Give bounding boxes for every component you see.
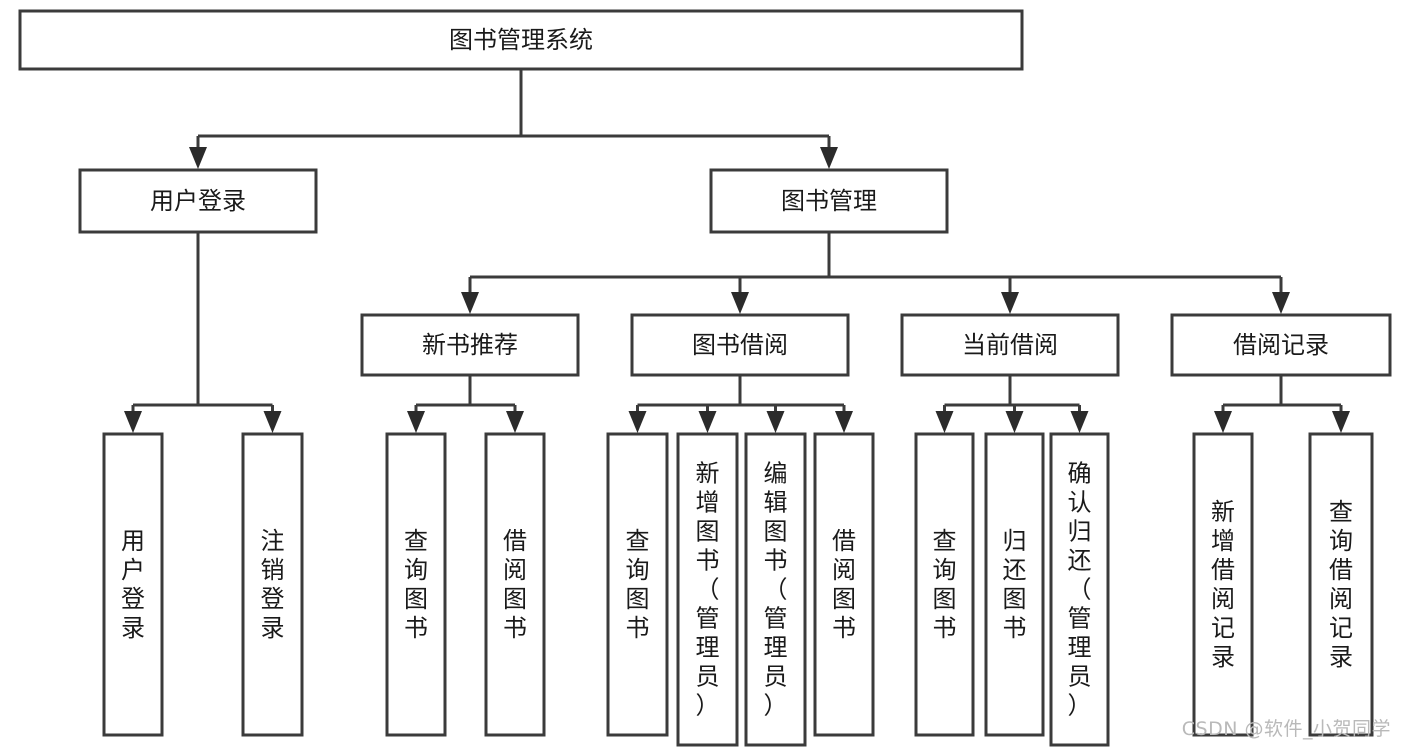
node-leaf-add-record[interactable]: 新增借阅记录 [1192, 432, 1254, 737]
node-label: 借阅图书 [503, 527, 527, 642]
node-box [606, 432, 669, 737]
node-label: 新增借阅记录 [1211, 498, 1235, 671]
node-leaf-logout[interactable]: 注销登录 [241, 432, 304, 737]
node-leaf-add-book-admin[interactable]: 新增图书（管理员） [676, 432, 739, 747]
node-label: 新增图书（管理员） [696, 460, 720, 720]
node-box [18, 9, 1024, 71]
node-l3-current-borrow[interactable]: 当前借阅 [900, 313, 1120, 377]
arrow-head-icon [124, 411, 142, 433]
connector-layer [124, 69, 1350, 433]
node-root[interactable]: 图书管理系统 [18, 9, 1024, 71]
arrow-head-icon [820, 147, 838, 169]
node-box [1170, 313, 1392, 377]
node-l2-user-login[interactable]: 用户登录 [78, 168, 318, 234]
connector-borrow-record-to-leaves [1214, 375, 1350, 433]
arrow-head-icon [1272, 292, 1290, 314]
node-label: 图书管理系统 [449, 26, 593, 54]
connector-book-borrow-to-leaves [628, 375, 853, 433]
node-l3-new-book-rec[interactable]: 新书推荐 [360, 313, 580, 377]
node-leaf-edit-book-admin[interactable]: 编辑图书（管理员） [744, 432, 807, 747]
node-label: 用户登录 [150, 187, 246, 215]
node-label: 新书推荐 [422, 331, 518, 359]
node-box [984, 432, 1045, 737]
node-label: 借阅记录 [1233, 331, 1329, 359]
node-label: 查询图书 [933, 527, 957, 642]
node-label: 查询借阅记录 [1329, 498, 1353, 671]
node-leaf-query-book-2[interactable]: 查询图书 [606, 432, 669, 737]
node-leaf-return-book[interactable]: 归还图书 [984, 432, 1045, 737]
arrow-head-icon [189, 147, 207, 169]
node-box [676, 432, 739, 747]
arrow-head-icon [506, 411, 524, 433]
watermark-label: CSDN @软件_小贺同学 [1181, 718, 1391, 740]
node-box [385, 432, 447, 737]
node-label: 查询图书 [404, 527, 428, 642]
arrow-head-icon [461, 292, 479, 314]
arrow-head-icon [1070, 411, 1089, 433]
node-box [102, 432, 164, 737]
node-l3-borrow-record[interactable]: 借阅记录 [1170, 313, 1392, 377]
node-leaf-confirm-return-admin[interactable]: 确认归还（管理员） [1049, 432, 1110, 747]
node-box [744, 432, 807, 747]
node-leaf-query-record[interactable]: 查询借阅记录 [1308, 432, 1374, 737]
node-leaf-user-login[interactable]: 用户登录 [102, 432, 164, 737]
connector-book-manage-to-level3 [461, 232, 1290, 314]
node-label: 注销登录 [261, 527, 285, 642]
node-label: 借阅图书 [832, 527, 856, 642]
arrow-head-icon [935, 411, 954, 433]
node-label: 图书借阅 [692, 331, 788, 359]
node-label: 编辑图书（管理员） [764, 460, 788, 720]
connector-current-borrow-to-leaves [935, 375, 1089, 433]
connector-user-login-to-leaves [124, 232, 282, 433]
node-leaf-query-book-1[interactable]: 查询图书 [385, 432, 447, 737]
node-leaf-query-book-3[interactable]: 查询图书 [914, 432, 975, 737]
arrow-head-icon [628, 411, 647, 433]
arrow-head-icon [766, 411, 785, 433]
node-box [914, 432, 975, 737]
arrow-head-icon [263, 411, 282, 433]
node-l3-book-borrow[interactable]: 图书借阅 [630, 313, 850, 377]
node-box [78, 168, 318, 234]
node-label: 当前借阅 [962, 331, 1058, 359]
node-box [630, 313, 850, 377]
node-box [1049, 432, 1110, 747]
node-box [360, 313, 580, 377]
node-box [900, 313, 1120, 377]
arrow-head-icon [1332, 411, 1350, 433]
node-label: 用户登录 [121, 527, 145, 642]
node-box [1192, 432, 1254, 737]
node-label: 图书管理 [781, 187, 877, 215]
node-l2-book-manage[interactable]: 图书管理 [709, 168, 949, 234]
arrow-head-icon [835, 411, 853, 433]
arrow-head-icon [1214, 411, 1232, 433]
arrow-head-icon [731, 292, 749, 314]
node-label: 归还图书 [1003, 527, 1027, 642]
node-label: 查询图书 [626, 527, 650, 642]
node-box [241, 432, 304, 737]
connector-new-book-rec-to-leaves [407, 375, 524, 433]
arrow-head-icon [698, 411, 717, 433]
arrow-head-icon [407, 411, 425, 433]
node-box [1308, 432, 1374, 737]
arrow-head-icon [1005, 411, 1024, 433]
node-box [484, 432, 546, 737]
node-box [709, 168, 949, 234]
node-layer: 图书管理系统用户登录图书管理新书推荐图书借阅当前借阅借阅记录用户登录注销登录查询… [18, 9, 1392, 747]
arrow-head-icon [1001, 292, 1019, 314]
node-leaf-borrow-book-1[interactable]: 借阅图书 [484, 432, 546, 737]
node-leaf-borrow-book-2[interactable]: 借阅图书 [813, 432, 875, 737]
node-box [813, 432, 875, 737]
node-label: 确认归还（管理员） [1068, 460, 1092, 720]
connector-root-to-level2 [189, 69, 838, 169]
